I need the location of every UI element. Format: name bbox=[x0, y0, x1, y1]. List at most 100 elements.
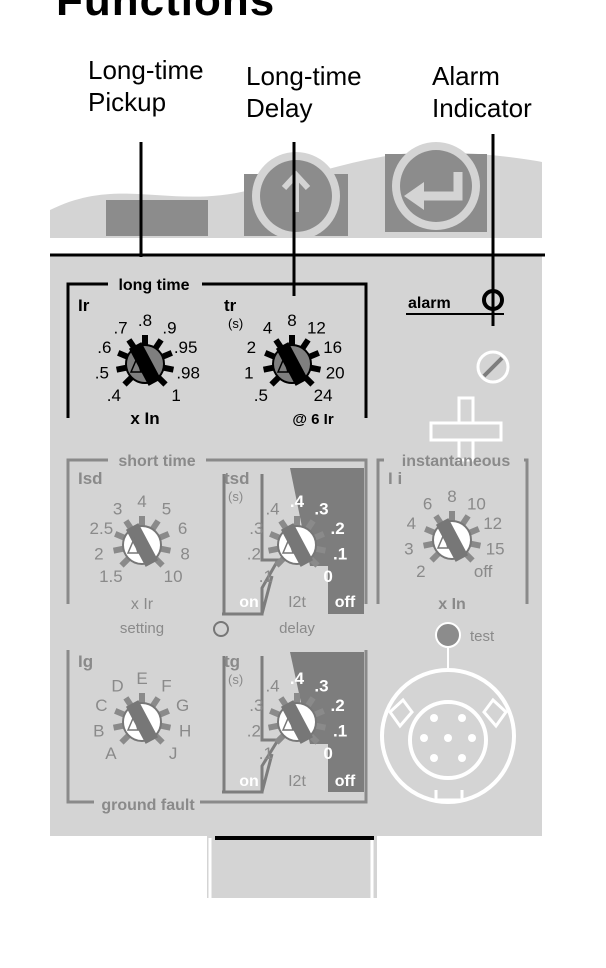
dial-scale-label: 1.5 bbox=[99, 567, 123, 586]
dial-scale-label: 5 bbox=[162, 499, 171, 518]
nav-button-enter[interactable] bbox=[385, 142, 487, 232]
ir-dial[interactable]: .4.5.6.7.8.9.95.981 bbox=[95, 311, 200, 405]
dial-scale-label: .2 bbox=[247, 545, 261, 564]
dial-scale-label: 2 bbox=[247, 338, 256, 357]
nav-button-up[interactable] bbox=[244, 152, 348, 240]
instantaneous-title: instantaneous bbox=[402, 453, 511, 470]
test-port-connector[interactable] bbox=[380, 668, 516, 804]
dial-tick bbox=[158, 531, 170, 541]
dial-scale-label: 20 bbox=[326, 364, 345, 383]
dial-scale-label: 2 bbox=[416, 562, 425, 581]
dial-scale-label: .3 bbox=[249, 696, 263, 715]
nav-button-left[interactable] bbox=[106, 200, 208, 236]
tg-off-zone bbox=[290, 652, 364, 792]
tsd-dial[interactable]: .1.2.3.4.4.3.2.10 bbox=[247, 492, 347, 586]
dial-scale-label: D bbox=[111, 676, 123, 695]
ii-label: I i bbox=[388, 469, 402, 488]
dial-tick bbox=[114, 531, 126, 541]
dial-scale-label: 12 bbox=[483, 514, 502, 533]
tsd-off-label: off bbox=[335, 594, 356, 611]
dial-scale-label: off bbox=[474, 562, 493, 581]
test-button[interactable] bbox=[435, 622, 461, 648]
dial-scale-label: .6 bbox=[97, 338, 111, 357]
dial-tick bbox=[264, 350, 276, 360]
tg-dial[interactable]: .1.2.3.4.4.3.2.10 bbox=[247, 669, 347, 763]
ig-label: Ig bbox=[78, 652, 93, 671]
dial-pointer-bar bbox=[128, 342, 162, 386]
tsd-off-zone bbox=[290, 468, 364, 614]
dial-pointer-bar bbox=[275, 342, 309, 386]
dial-tick bbox=[308, 350, 320, 360]
dial-tick bbox=[150, 519, 161, 531]
panel-bottom-tab bbox=[207, 836, 377, 898]
isd-label: Isd bbox=[78, 469, 103, 488]
long-time-frame bbox=[66, 282, 368, 418]
dial-scale-label: 4 bbox=[137, 492, 146, 511]
dial-tick bbox=[122, 375, 134, 387]
dial-tick bbox=[160, 722, 172, 731]
dial-tick bbox=[305, 696, 316, 708]
dial-arrow-icon bbox=[129, 355, 142, 373]
dial-tick bbox=[150, 696, 161, 708]
short-time-frame bbox=[66, 458, 368, 604]
instantaneous-frame bbox=[376, 458, 529, 604]
dial-scale-label: A bbox=[105, 744, 117, 763]
dial-scale-label: .1 bbox=[259, 567, 273, 586]
dial-scale-label: .95 bbox=[174, 338, 198, 357]
dial-tick bbox=[163, 364, 175, 373]
dial-scale-label: .98 bbox=[176, 364, 200, 383]
dial-pointer-bar bbox=[280, 523, 314, 567]
dial-scale-label: 8 bbox=[180, 545, 189, 564]
dial-tick bbox=[115, 364, 127, 373]
indicator-screw-icon bbox=[476, 350, 510, 384]
dial-scale-label: 16 bbox=[323, 338, 342, 357]
dial-tick bbox=[119, 733, 131, 745]
dial-scale-label: .9 bbox=[162, 318, 176, 337]
dial-scale-label: H bbox=[179, 722, 191, 741]
dial-scale-label: .4 bbox=[107, 386, 121, 405]
dial-tick bbox=[305, 519, 316, 531]
page-heading-partial: Functions bbox=[56, 0, 276, 25]
dial-scale-label: 0 bbox=[323, 567, 332, 586]
dial-scale-label: .5 bbox=[254, 386, 268, 405]
dial-tick bbox=[269, 531, 281, 541]
dial-scale-label: .8 bbox=[138, 311, 152, 330]
long-time-title: long time bbox=[118, 277, 189, 294]
callout-long-time-delay: Long-time Delay bbox=[246, 60, 362, 124]
tg-label: tg bbox=[224, 652, 240, 671]
callout-long-time-pickup: Long-time Pickup bbox=[88, 54, 204, 118]
dial-tick bbox=[274, 556, 286, 568]
dial-pointer-bar bbox=[125, 700, 159, 744]
dial-arrow-icon bbox=[126, 713, 139, 731]
tsd-i2t-label: I2t bbox=[288, 594, 306, 611]
dial-arrow-icon bbox=[281, 713, 294, 731]
dial-scale-label: B bbox=[93, 722, 104, 741]
dial-scale-label: .7 bbox=[113, 318, 127, 337]
dial-scale-label: C bbox=[95, 696, 107, 715]
dial-scale-label: 24 bbox=[314, 386, 333, 405]
dial-tick bbox=[262, 364, 274, 373]
tr-label: tr bbox=[224, 296, 237, 315]
dial-scale-label: .4 bbox=[290, 492, 305, 511]
tr-reference: @ 6 Ir bbox=[292, 411, 333, 428]
dial-tick bbox=[267, 545, 279, 554]
dial-tick bbox=[114, 708, 126, 718]
dial-scale-label: 2.5 bbox=[90, 519, 114, 538]
dial-scale-label: 2 bbox=[94, 545, 103, 564]
dial-scale-label: 12 bbox=[307, 318, 326, 337]
dial-scale-label: .2 bbox=[331, 696, 345, 715]
dial-tick bbox=[424, 526, 436, 536]
ground-fault-frame bbox=[66, 650, 368, 804]
dial-scale-label: 1 bbox=[244, 364, 253, 383]
tg-on-label: on bbox=[239, 773, 259, 790]
dial-tick bbox=[429, 551, 441, 563]
dial-tick bbox=[160, 545, 172, 554]
dial-scale-label: 8 bbox=[447, 487, 456, 506]
dial-tick bbox=[315, 545, 327, 554]
dial-tick bbox=[119, 556, 131, 568]
ground-fault-title: ground fault bbox=[101, 797, 195, 814]
